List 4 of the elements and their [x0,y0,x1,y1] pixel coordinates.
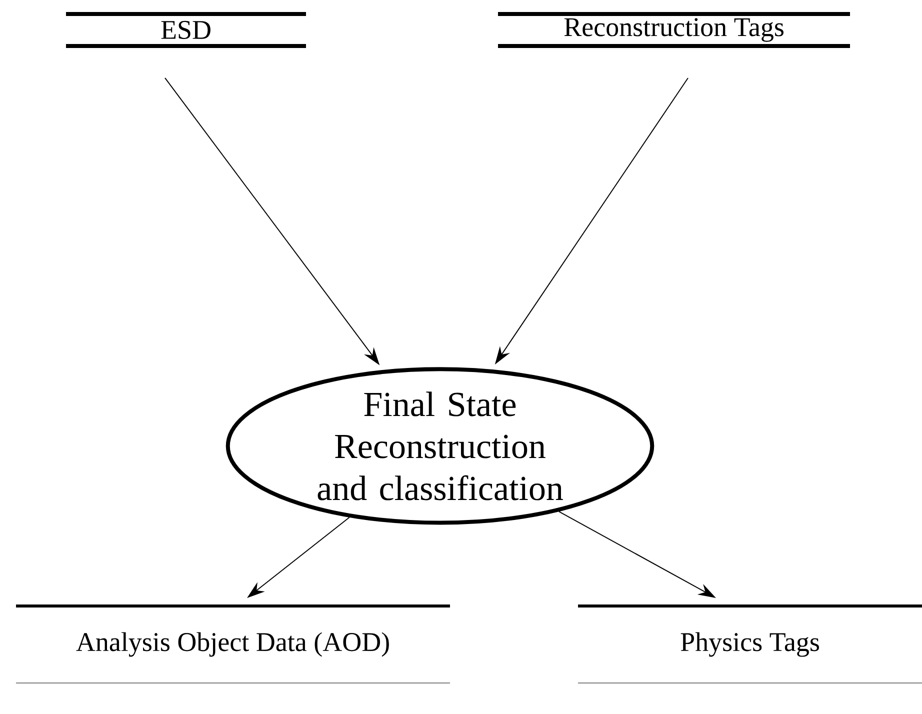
data-store: Physics Tags [578,604,922,684]
data-store: Analysis Object Data (AOD) [16,604,450,684]
data-store: ESD [66,12,306,48]
data-store: Reconstruction Tags [498,12,850,48]
